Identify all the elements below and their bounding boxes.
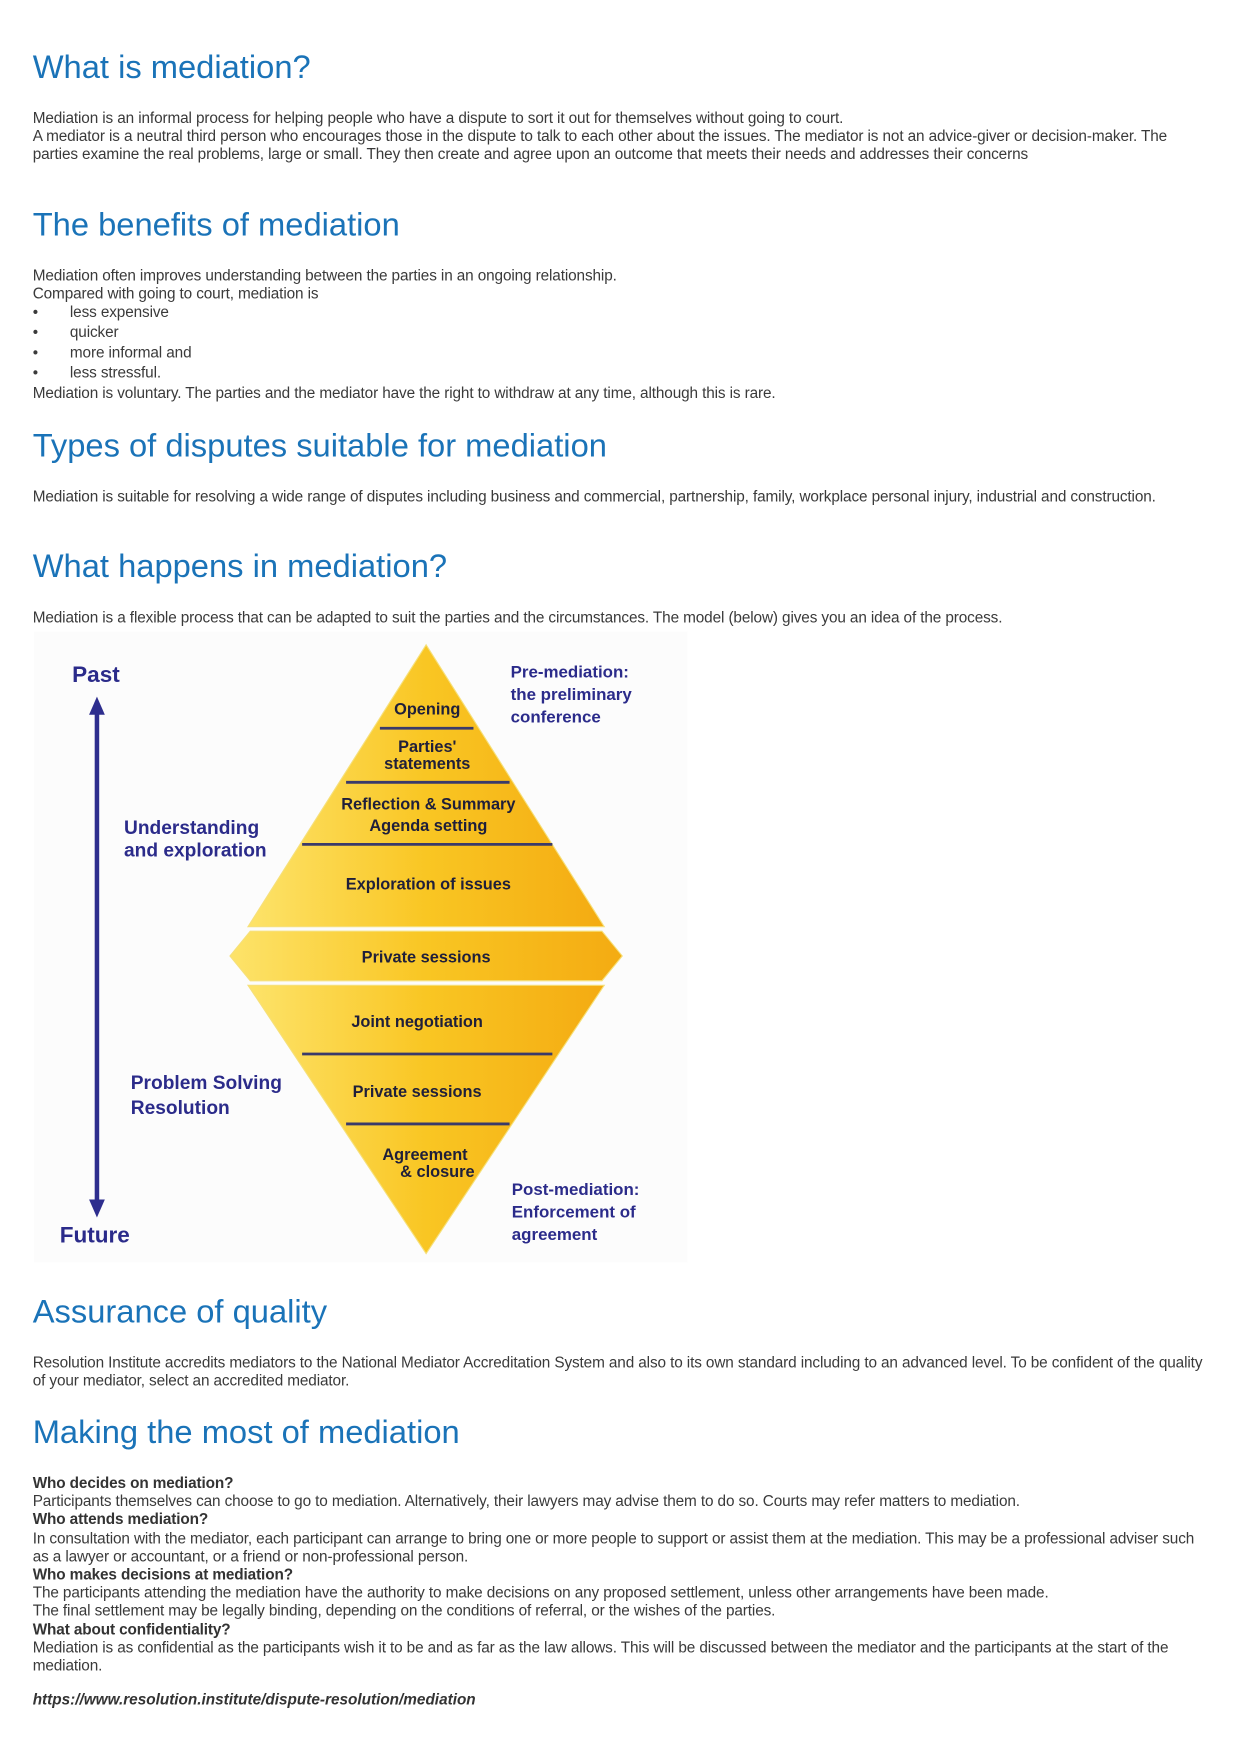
label-post-mediation: Enforcement of — [512, 1202, 636, 1221]
question: Who makes decisions at mediation? — [32, 1565, 293, 1583]
middle-band — [229, 930, 623, 982]
top-triangle — [246, 643, 606, 928]
answer: In consultation with the mediator, each … — [32, 1529, 1195, 1565]
stage-reflection: Reflection & Summary — [341, 795, 515, 813]
heading-making-the-most: Making the most of mediation — [32, 1414, 460, 1451]
paragraph: Mediation often improves understanding b… — [32, 267, 617, 285]
label-understanding: and exploration — [124, 841, 267, 862]
label-problem-solving: Resolution — [131, 1098, 230, 1119]
answer: The participants attending the mediation… — [32, 1584, 1049, 1602]
label-pre-mediation: conference — [511, 708, 601, 727]
stage-parties-statements: Parties' — [398, 738, 456, 756]
section-what-is-mediation: Mediation is an informal process for hel… — [33, 109, 1211, 164]
answer: Mediation is as confidential as the part… — [32, 1638, 1169, 1675]
question: What about confidentiality? — [32, 1620, 231, 1638]
question: Who decides on mediation? — [32, 1474, 234, 1492]
heading-what-happens: What happens in mediation? — [32, 548, 448, 586]
stage-joint-negotiation: Joint negotiation — [351, 1013, 483, 1031]
paragraph: Resolution Institute accredits mediators… — [32, 1353, 1203, 1390]
paragraph: Compared with going to court, mediation … — [32, 285, 319, 303]
label-future: Future — [60, 1222, 130, 1247]
paragraph: Mediation is voluntary. The parties and … — [32, 384, 776, 402]
section-types: Mediation is suitable for resolving a wi… — [33, 488, 1211, 506]
stage-agenda: Agenda setting — [369, 817, 487, 835]
label-problem-solving: Problem Solving — [131, 1073, 282, 1094]
label-post-mediation: Post-mediation: — [512, 1180, 640, 1199]
label-pre-mediation: Pre-mediation: — [511, 663, 629, 682]
label-post-mediation: agreement — [512, 1225, 598, 1244]
answer: Participants themselves can choose to go… — [32, 1492, 1020, 1510]
label-past: Past — [72, 662, 120, 687]
section-what-happens: Mediation is a flexible process that can… — [33, 609, 1211, 627]
label-understanding: Understanding — [124, 818, 259, 839]
heading-what-is-mediation: What is mediation? — [32, 49, 311, 86]
paragraph: Mediation is an informal process for hel… — [32, 109, 844, 127]
paragraph: A mediator is a neutral third person who… — [32, 127, 1168, 163]
stage-agreement: Agreement — [382, 1146, 468, 1164]
section-assurance: Resolution Institute accredits mediators… — [33, 1354, 1211, 1391]
stage-exploration: Exploration of issues — [346, 875, 511, 893]
paragraph: Mediation is a flexible process that can… — [32, 608, 1003, 626]
question: Who attends mediation? — [32, 1511, 209, 1528]
stage-parties-statements: statements — [384, 755, 470, 773]
section-making-the-most: Who decides on mediation? Participants t… — [33, 1475, 1211, 1676]
heading-types-of-disputes: Types of disputes suitable for mediation — [32, 428, 607, 465]
answer: The final settlement may be legally bind… — [32, 1602, 776, 1620]
heading-assurance: Assurance of quality — [32, 1294, 328, 1331]
list-item: less stressful. — [33, 365, 1211, 385]
label-pre-mediation: the preliminary — [511, 685, 633, 704]
benefits-list: less expensive quicker more informal and… — [33, 304, 1211, 385]
stage-private-sessions: Private sessions — [353, 1083, 482, 1101]
stage-opening: Opening — [394, 701, 460, 719]
time-arrow — [89, 696, 105, 1218]
list-item: quicker — [33, 324, 1211, 344]
stage-private-sessions: Private sessions — [362, 949, 491, 967]
list-item: less expensive — [33, 304, 1211, 324]
stage-agreement: & closure — [400, 1163, 474, 1181]
list-item: more informal and — [33, 344, 1211, 364]
source-url-link[interactable]: https://www.resolution.institute/dispute… — [32, 1690, 476, 1708]
paragraph: Mediation is suitable for resolving a wi… — [32, 488, 1156, 506]
section-benefits: Mediation often improves understanding b… — [33, 267, 1211, 403]
bottom-triangle — [246, 984, 606, 1255]
mediation-process-diagram: Past Future Understanding and exploratio… — [33, 631, 688, 1263]
heading-benefits: The benefits of mediation — [32, 207, 400, 244]
